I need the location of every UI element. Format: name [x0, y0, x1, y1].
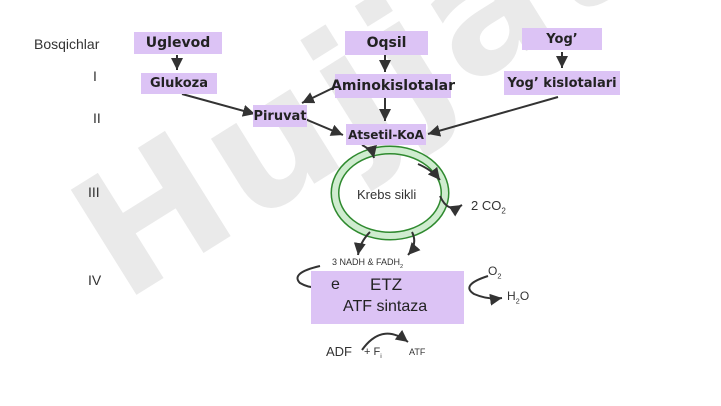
stage-label-4: IV: [88, 272, 102, 288]
krebs-cycle-ring-inner: [332, 147, 448, 239]
h2o-h: H: [507, 289, 516, 303]
node-uglevod: Uglevod: [134, 32, 222, 54]
arrow-adf-atf: [361, 329, 409, 351]
nadh-text: 3 NADH & FADH: [332, 257, 401, 267]
co2-subscript: 2: [501, 206, 506, 216]
arrow-co2-release: [439, 195, 463, 217]
nadh-fadh-label: 3 NADH & FADH2: [332, 257, 403, 270]
arrow-piruvat-atsetil: [304, 118, 344, 136]
node-glukoza: Glukoza: [141, 73, 217, 94]
arrow-yogkislota-atsetil: [427, 96, 559, 137]
stage-label-3: III: [88, 184, 100, 200]
arrow-aminokislotalar-piruvat: [301, 86, 336, 104]
o2-subscript: 2: [497, 271, 502, 281]
etz-label: ETZ: [370, 275, 403, 294]
co2-label: 2 CO2: [471, 198, 506, 216]
h2o-subscript: 2: [515, 296, 520, 306]
node-yog-kislotalari: Yog’ kislotalari: [504, 71, 620, 95]
h2o-label: H2O: [507, 289, 529, 305]
arrow-cycle-nadh-left: [353, 231, 371, 256]
phosphate-subscript: i: [380, 353, 382, 361]
stage-label-2: II: [93, 110, 101, 126]
h2o-o: O: [519, 289, 530, 303]
nadh-subscript: 2: [400, 263, 404, 270]
o2-text: O: [488, 264, 498, 278]
arrow-cycle-nadh-right: [407, 231, 421, 256]
arrow-cycle-direction: [417, 163, 441, 181]
krebs-cycle-label: Krebs sikli: [357, 187, 417, 202]
node-piruvat: Piruvat: [253, 105, 307, 127]
node-atsetil-koa: Atsetil-KoA: [346, 124, 426, 145]
arrow-atsetil-krebs: [361, 144, 377, 159]
atf-sintaza-label: ATF sintaza: [343, 298, 428, 315]
node-yog: Yog’: [522, 28, 602, 50]
co2-text: 2 CO: [471, 198, 502, 213]
electron-label: e: [331, 276, 340, 293]
stages-header: Bosqichlar: [34, 36, 100, 52]
stage-label-1: I: [93, 68, 97, 84]
phosphate-label: + Fi: [364, 346, 382, 360]
phosphate-text: + F: [364, 346, 381, 358]
node-oqsil: Oqsil: [345, 31, 428, 55]
o2-label: O2: [488, 264, 501, 280]
node-aminokislotalar: Aminokislotalar: [331, 74, 455, 98]
arrow-glukoza-piruvat: [181, 93, 256, 117]
etz-box: [311, 271, 464, 324]
atf-label: ATF: [409, 347, 426, 357]
arrow-o2-h2o: [468, 275, 503, 306]
adf-label: ADF: [326, 344, 352, 359]
